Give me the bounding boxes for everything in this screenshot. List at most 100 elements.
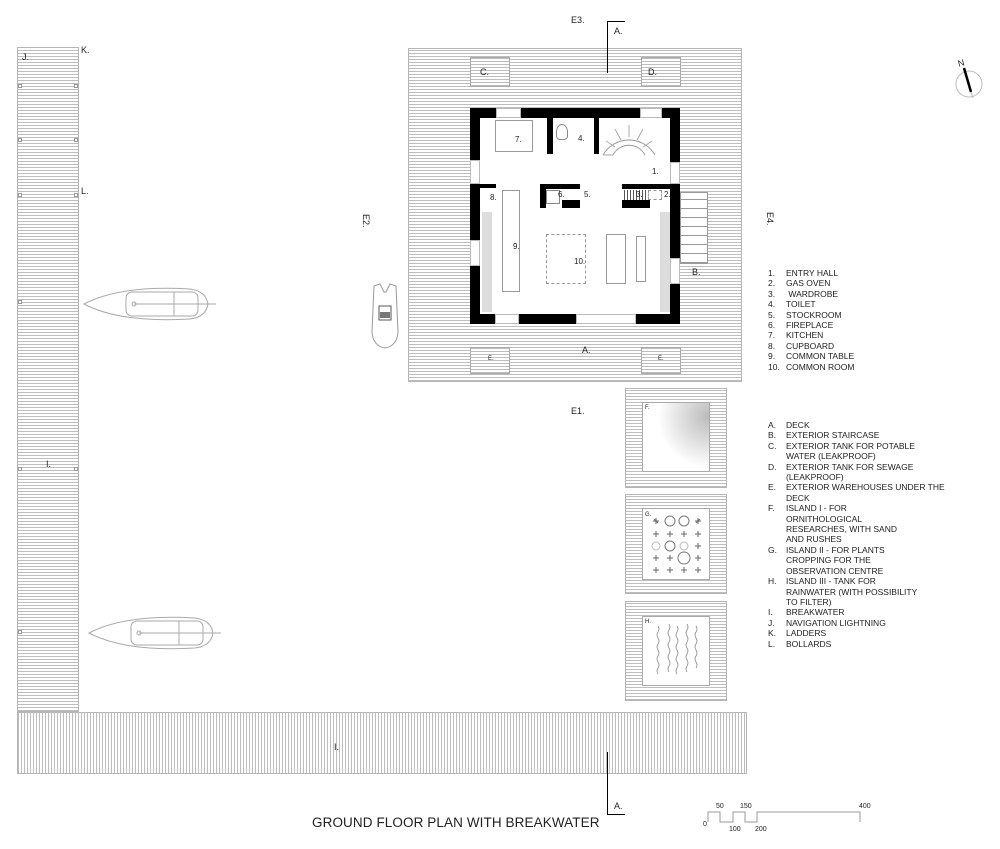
legend-row: E.EXTERIOR WAREHOUSES UNDER THE DECK <box>768 482 945 503</box>
door-south <box>576 314 636 324</box>
spiral-staircase-icon <box>602 125 656 156</box>
legend-areas: A.DECK B.EXTERIOR STAIRCASE C.EXTERIOR T… <box>768 420 961 649</box>
window-north <box>496 108 521 118</box>
wall-stockroom-bottom <box>562 200 580 208</box>
section-line-top-arm <box>607 21 625 22</box>
section-line-top <box>607 21 608 73</box>
wall-kitchen-toilet <box>547 108 553 154</box>
door-west <box>470 160 480 184</box>
room-number-8: 8. <box>490 193 497 202</box>
warehouse-left <box>470 347 510 374</box>
legend-row: 2.GAS OVEN <box>768 278 831 289</box>
island-h-label: H. <box>645 619 651 625</box>
water-waves-icon <box>656 624 698 675</box>
sailboat-icon <box>82 287 216 321</box>
elevation-marker-e4: E4. <box>765 212 775 226</box>
breakwater-horizontal <box>17 712 747 774</box>
legend-row: 7.KITCHEN <box>768 330 824 341</box>
staircase-label: B. <box>692 267 701 277</box>
dinghy-icon <box>371 283 399 349</box>
legend-row: F.ISLAND I - FOR ORNITHOLOGICAL RESEARCH… <box>768 503 897 545</box>
tank-sewage <box>641 57 681 87</box>
wall-cupboard <box>480 184 496 188</box>
breakwater-vertical-label: I. <box>46 459 52 469</box>
toilet-fixture <box>556 124 568 140</box>
scale-tick-400: 400 <box>859 803 871 810</box>
wall-stockroom <box>540 184 580 189</box>
side-table <box>636 236 646 282</box>
room-number-9: 9. <box>513 242 520 251</box>
kitchen-counter <box>495 120 533 152</box>
scale-tick-150: 150 <box>740 803 752 810</box>
scale-tick-50: 50 <box>716 803 724 810</box>
scale-tick-0: 0 <box>703 821 707 828</box>
legend-row: J.NAVIGATION LIGHTNING <box>768 617 886 628</box>
wall-wardrobe <box>622 184 670 189</box>
legend-row: G.ISLAND II - FOR PLANTS CROPPING FOR TH… <box>768 544 885 576</box>
breakwater-vertical <box>17 47 79 712</box>
sailboat-icon <box>87 616 221 650</box>
room-number-2: 2. <box>664 190 671 199</box>
wall-north <box>470 108 680 118</box>
section-marker-top: A. <box>614 26 623 36</box>
legend-row: H.ISLAND III - TANK FOR RAINWATER (WITH … <box>768 576 918 607</box>
island-g-plants <box>642 508 710 580</box>
bollard <box>18 300 22 304</box>
bollard <box>74 193 78 197</box>
room-number-4: 4. <box>578 134 585 143</box>
north-arrow-icon <box>955 67 983 99</box>
legend-row: L.BOLLARDS <box>768 638 832 649</box>
scale-bar <box>707 811 861 823</box>
room-number-7: 7. <box>515 135 522 144</box>
legend-row: I.BREAKWATER <box>768 607 845 618</box>
legend-row: 8.CUPBOARD <box>768 340 835 351</box>
warehouse-left-label: E. <box>488 356 494 362</box>
elevation-marker-e2: E2. <box>361 214 371 228</box>
section-line-bottom-arm <box>607 814 625 815</box>
wall-west <box>470 108 480 324</box>
rug <box>546 234 586 284</box>
fireplace-fixture <box>546 190 560 204</box>
elevation-marker-e1: E1. <box>571 406 585 416</box>
room-number-5: 5. <box>584 190 591 199</box>
island-f-label: F. <box>645 405 650 411</box>
legend-row: 6.FIREPLACE <box>768 320 834 331</box>
wall-toilet-stair <box>594 108 599 154</box>
bollard <box>74 84 78 88</box>
wall-wardrobe-bottom <box>622 200 650 208</box>
bench-west <box>482 212 492 312</box>
scale-tick-100: 100 <box>729 826 741 833</box>
warehouse-right <box>641 347 681 374</box>
room-number-10: 10. <box>574 257 586 266</box>
building-interior <box>470 108 680 323</box>
bollard <box>74 138 78 142</box>
exterior-staircase <box>680 192 708 264</box>
room-number-1: 1. <box>652 167 659 176</box>
tank-c-label: C. <box>480 67 489 77</box>
door-east-entry <box>670 162 680 184</box>
plants-grid-icon <box>651 515 701 573</box>
wall-south <box>470 314 680 324</box>
legend-row: 9.COMMON TABLE <box>768 351 855 362</box>
bollard <box>74 467 78 471</box>
scale-tick-200: 200 <box>755 826 767 833</box>
window-north <box>640 108 662 118</box>
legend-row: B.EXTERIOR STAIRCASE <box>768 430 880 441</box>
tank-d-label: D. <box>648 67 657 77</box>
bollard <box>18 193 22 197</box>
bollard <box>18 138 22 142</box>
bollard <box>18 630 22 634</box>
legend-rooms: 1.ENTRY HALL 2.GAS OVEN 3. WARDROBE 4.TO… <box>768 268 961 372</box>
window-west <box>470 240 480 266</box>
common-table <box>502 190 520 292</box>
warehouse-right-label: E. <box>658 356 664 362</box>
legend-row: C.EXTERIOR TANK FOR POTABLE WATER (LEAKP… <box>768 440 915 462</box>
legend-row: 5.STOCKROOM <box>768 309 842 320</box>
island-h-rainwater-tank <box>642 616 710 686</box>
bollard <box>18 467 22 471</box>
legend-row: 3. WARDROBE <box>768 288 839 299</box>
breakwater-horizontal-label: I. <box>334 742 340 752</box>
legend-row: 1.ENTRY HALL <box>768 268 839 278</box>
bench-east <box>660 212 670 312</box>
legend-row: D.EXTERIOR TANK FOR SEWAGE (LEAKPROOF) <box>768 461 914 483</box>
